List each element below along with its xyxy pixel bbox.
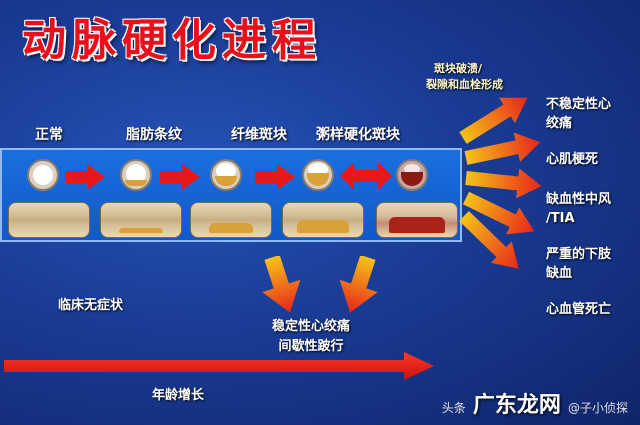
diagram-title: 动脉硬化进程 [22,15,322,66]
symptom-arrow-left [262,256,301,313]
outcome-ischemic-stroke-line2: /TIA [546,211,575,226]
stable-angina-text: 稳定性心绞痛 [272,319,351,334]
outcome-arrows [459,97,542,269]
outcome-arrow-5 [459,210,519,269]
watermark: 头条 广东龙网 @子小侦探 [442,387,628,419]
cross-section-ruptured-plaque [396,159,428,191]
rupture-label-line2: 裂隙和血栓形成 [426,78,503,91]
intermittent-claudication-text: 间歇性跛行 [278,339,344,354]
outcome-unstable-angina-line2: 绞痛 [546,116,573,131]
vessel-normal [8,202,90,238]
outcome-ischemic-stroke-line1: 缺血性中风 [546,192,612,207]
outcome-limb-ischemia: 严重的下肢 缺血 [546,245,611,283]
watermark-source: 头条 [441,401,466,415]
outcome-limb-ischemia-line1: 严重的下肢 [546,247,612,262]
vessel-fatty-streak [100,202,182,238]
cross-section-normal [27,159,59,191]
age-arrow [4,352,434,380]
symptom-arrow-right [339,256,378,313]
clinical-silent-label: 临床无症状 [58,298,124,313]
stage-label-normal: 正常 [35,127,63,143]
stage-arrow-bidirectional [340,162,392,190]
rupture-label: 斑块破溃/ 裂隙和血栓形成 [426,61,503,93]
stage-arrow-1 [65,164,105,190]
cross-section-atherosclerotic-plaque [302,159,334,191]
rupture-label-line1: 斑块破溃/ [434,62,483,75]
stage-arrow-3 [255,164,295,190]
outcome-arrow-3 [465,168,542,199]
outcome-cardiovascular-death-line1: 心血管死亡 [546,302,612,317]
stage-label-atherosclerotic-plaque: 粥样硬化斑块 [316,127,400,143]
outcome-myocardial-infarction-line1: 心肌梗死 [546,152,599,167]
outcome-arrow-1 [459,97,528,144]
outcome-ischemic-stroke: 缺血性中风 /TIA [546,190,611,228]
outcome-unstable-angina: 不稳定性心 绞痛 [546,95,611,133]
stage-label-fibrous-plaque: 纤维斑块 [231,127,287,143]
outcome-arrow-4 [462,191,535,235]
outcome-myocardial-infarction: 心肌梗死 [546,150,598,169]
stage-arrow-2 [160,164,200,190]
outcome-limb-ischemia-line2: 缺血 [546,266,573,281]
cross-section-fibrous-plaque [210,159,242,191]
outcome-unstable-angina-line1: 不稳定性心 [546,97,612,112]
outcome-arrow-2 [464,132,541,165]
vessel-fibrous-plaque [190,202,272,238]
outcome-cardiovascular-death: 心血管死亡 [546,300,611,319]
cross-section-fatty-streak [120,159,152,191]
watermark-handle: @子小侦探 [567,401,628,415]
vessel-ruptured-plaque [376,202,458,238]
age-label: 年龄增长 [152,388,205,403]
watermark-brand: 广东龙网 [472,393,561,418]
stage-label-fatty-streak: 脂肪条纹 [126,127,182,143]
stable-symptoms-label: 稳定性心绞痛 间歇性跛行 [272,317,350,357]
vessel-atherosclerotic-plaque [282,202,364,238]
